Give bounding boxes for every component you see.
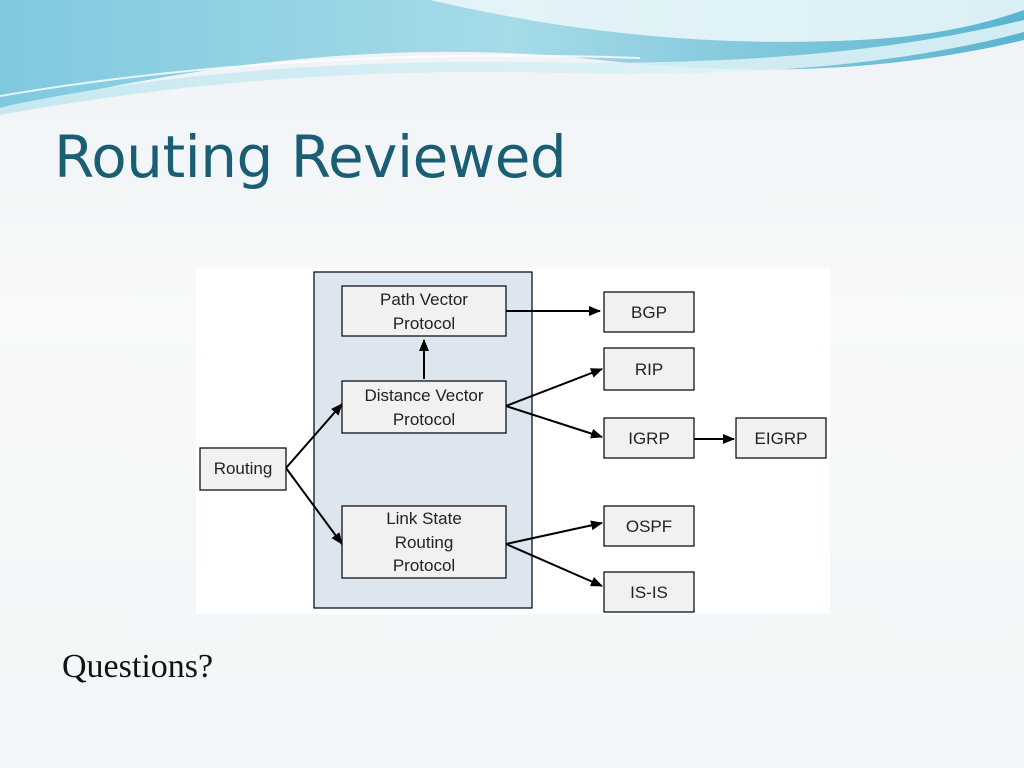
node-igrp: IGRP	[603, 417, 695, 459]
node-distance-vector-line-2: Protocol	[393, 410, 455, 429]
node-link-state-line-1: Link State	[386, 509, 462, 528]
edges	[285, 306, 735, 587]
node-path-vector-line-1: Path Vector	[380, 290, 468, 309]
node-ospf-label: OSPF	[626, 517, 672, 536]
node-distance-vector-protocol: Distance Vector Protocol	[341, 380, 507, 434]
edge-link-state-isis	[505, 543, 603, 587]
node-link-state-line-3: Protocol	[393, 556, 455, 575]
node-rip-label: RIP	[635, 360, 663, 379]
node-routing: Routing	[199, 447, 287, 491]
edge-routing-link-state	[285, 467, 343, 545]
edge-distance-vector-igrp	[505, 405, 603, 439]
node-eigrp: EIGRP	[735, 417, 827, 459]
node-routing-label: Routing	[214, 459, 273, 478]
node-path-vector-protocol: Path Vector Protocol	[341, 285, 507, 337]
node-eigrp-label: EIGRP	[755, 429, 808, 448]
node-ospf: OSPF	[603, 505, 695, 547]
node-isis-label: IS-IS	[630, 583, 668, 602]
node-bgp-label: BGP	[631, 303, 667, 322]
node-path-vector-line-2: Protocol	[393, 314, 455, 333]
slide-title: Routing Reviewed	[54, 123, 567, 191]
edge-distance-vector-rip	[505, 368, 603, 407]
header-wave-decoration	[0, 0, 1024, 115]
questions-text: Questions?	[62, 648, 214, 685]
node-rip: RIP	[603, 347, 695, 391]
edge-link-state-ospf	[505, 520, 603, 545]
edge-routing-distance-vector	[285, 403, 343, 469]
node-distance-vector-line-1: Distance Vector	[364, 386, 483, 405]
node-link-state-line-2: Routing	[395, 533, 454, 552]
node-link-state-routing-protocol: Link State Routing Protocol	[341, 505, 507, 579]
node-is-is: IS-IS	[603, 571, 695, 613]
node-bgp: BGP	[603, 291, 695, 333]
node-igrp-label: IGRP	[628, 429, 670, 448]
routing-diagram: Routing Path Vector Protocol Distance Ve…	[196, 268, 830, 614]
